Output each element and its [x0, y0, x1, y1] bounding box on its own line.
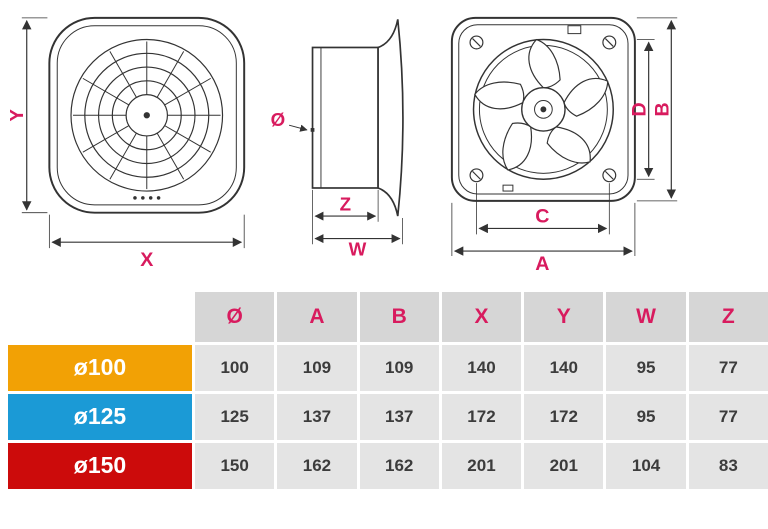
table-cell: 77	[688, 393, 768, 440]
terminal-block	[567, 25, 582, 35]
fan-side-body	[310, 19, 404, 217]
table-cell: 100	[195, 344, 275, 391]
indicator-dots	[133, 196, 161, 200]
table-cell: 137	[277, 393, 357, 440]
diameter-dimension	[288, 124, 308, 132]
back-view-drawing: D B C A	[450, 16, 678, 275]
table-header-w: W	[606, 291, 686, 342]
row-label-o100: ø100	[8, 344, 192, 391]
table-corner-spacer	[8, 291, 192, 342]
table-cell: 77	[688, 344, 768, 391]
b-dimension	[636, 17, 678, 202]
table-cell: 140	[524, 344, 604, 391]
fan-front-body	[48, 16, 246, 214]
table-cell: 140	[441, 344, 522, 391]
table-cell: 109	[277, 344, 357, 391]
b-dimension-label: B	[651, 102, 673, 116]
table-cell: 201	[441, 442, 522, 489]
table-cell: 172	[441, 393, 522, 440]
table-cell: 95	[606, 344, 686, 391]
table-cell: 137	[359, 393, 439, 440]
table-cell: 104	[606, 442, 686, 489]
diameter-dimension-label: Ø	[271, 109, 286, 130]
table-cell: 201	[524, 442, 604, 489]
a-dimension-label: A	[535, 253, 549, 275]
impeller-blades	[471, 38, 616, 177]
table-cell: 109	[359, 344, 439, 391]
w-dimension-label: W	[349, 238, 367, 258]
c-dimension-label: C	[535, 206, 549, 228]
table-cell: 162	[277, 442, 357, 489]
table-cell: 83	[688, 442, 768, 489]
d-dimension	[636, 39, 655, 180]
a-dimension	[451, 202, 636, 256]
z-dimension	[312, 189, 403, 245]
table-header-z: Z	[688, 291, 768, 342]
front-view-drawing: Y X	[10, 16, 246, 271]
c-dimension	[476, 183, 610, 235]
y-dimension	[21, 17, 48, 214]
y-dimension-label: Y	[10, 109, 28, 122]
d-dimension-label: D	[629, 102, 651, 116]
side-view-drawing: Ø Z W	[271, 19, 404, 258]
table-cell: 162	[359, 442, 439, 489]
table-header-b: B	[359, 291, 439, 342]
fan-back-body	[450, 16, 636, 202]
table-cell: 95	[606, 393, 686, 440]
grille-spokes	[72, 41, 221, 190]
x-dimension	[48, 214, 245, 249]
row-label-o125: ø125	[8, 393, 192, 440]
x-dimension-label: X	[140, 249, 153, 271]
technical-drawings: Y X Ø	[10, 16, 678, 275]
table-header-y: Y	[524, 291, 604, 342]
table-cell: 172	[524, 393, 604, 440]
dimension-table: Ø A B X Y W Z ø100 100 109 109 140 140 9…	[0, 291, 768, 489]
table-cell: 150	[195, 442, 275, 489]
cable-entry	[502, 184, 514, 192]
row-label-o150: ø150	[8, 442, 192, 489]
table-cell: 125	[195, 393, 275, 440]
table-header-x: X	[441, 291, 522, 342]
corner-screws	[469, 35, 617, 183]
table-header-diameter: Ø	[195, 291, 275, 342]
table-header-a: A	[277, 291, 357, 342]
z-dimension-label: Z	[340, 193, 351, 214]
